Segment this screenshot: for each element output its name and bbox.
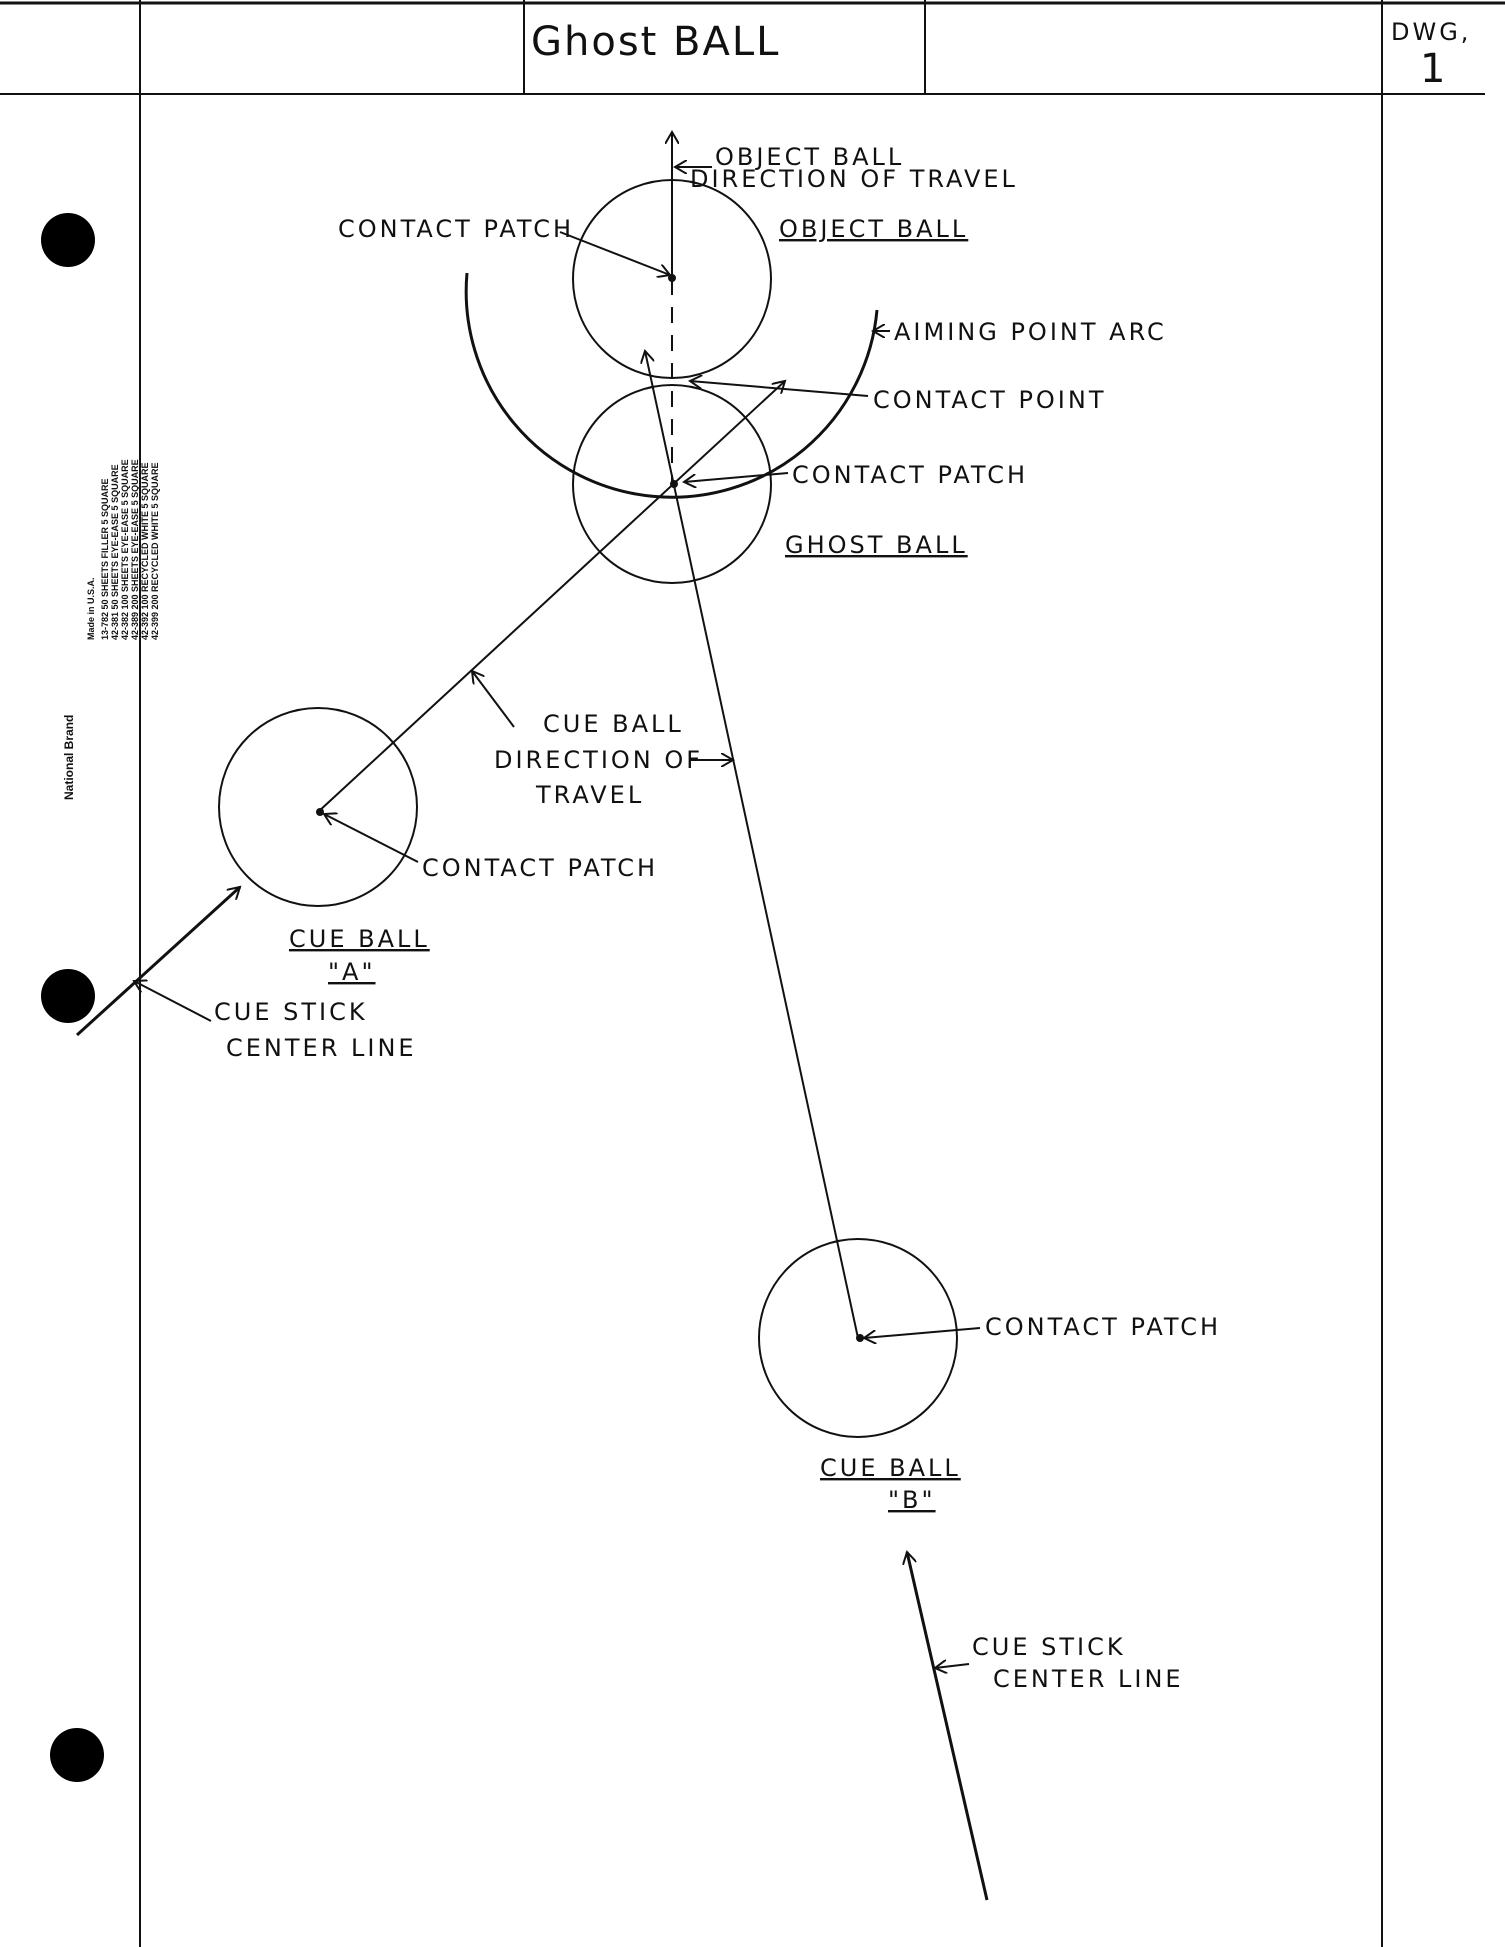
binder-hole <box>41 969 95 1023</box>
object-direction-label-1: OBJECT BALL <box>715 143 904 171</box>
object-ball-label: OBJECT BALL <box>779 215 968 243</box>
contact-patch-dot <box>856 1334 864 1342</box>
cue-stick-b-line <box>907 1552 989 1901</box>
aiming-point-arc <box>464 272 879 499</box>
cue-ball-a-label: CUE BALL <box>289 925 430 953</box>
paper-imprint: 13-782 50 SHEETS FILLER 5 SQUARE 42-381 … <box>62 459 160 800</box>
cue-stick-a-label-1: CUE STICK <box>214 998 368 1026</box>
imprint-line: 13-782 50 SHEETS FILLER 5 SQUARE <box>100 478 110 640</box>
cue-stick-b-label-1: CUE STICK <box>972 1633 1126 1661</box>
cue-direction-label-2: DIRECTION OF <box>494 746 703 774</box>
contact-patch-a-label: CONTACT PATCH <box>422 854 658 882</box>
imprint-line: 42-392 100 RECYCLED WHITE 5 SQUARE <box>140 462 150 640</box>
ghost-ball-label: GHOST BALL <box>785 531 968 559</box>
drawing-title: Ghost BALL <box>531 19 780 65</box>
cue-ball-a-id: "A" <box>328 958 376 986</box>
contact-patch-ghost-label: CONTACT PATCH <box>792 461 1028 489</box>
drawing-number: 1 <box>1420 46 1447 92</box>
cue-direction-label-1: CUE BALL <box>543 710 684 738</box>
cue-ball-b-label: CUE BALL <box>820 1454 961 1482</box>
object-direction-label-2: DIRECTION OF TRAVEL <box>690 165 1018 193</box>
cue-ball-a <box>218 707 418 907</box>
imprint-line: 42-381 50 SHEETS EYE-EASE 5 SQUARE <box>110 464 120 640</box>
aiming-arc-label: AIMING POINT ARC <box>894 318 1167 346</box>
ghost-ball <box>572 384 772 584</box>
leader-arrows <box>134 167 981 1668</box>
binder-hole <box>41 213 95 267</box>
cue-stick-b-label-2: CENTER LINE <box>993 1665 1184 1693</box>
cue-ball-b-path <box>645 351 859 1339</box>
contact-patch-object-label: CONTACT PATCH <box>338 215 574 243</box>
drawing-label: DWG, <box>1391 18 1471 46</box>
cue-stick-a-line <box>75 887 240 1037</box>
imprint-line: 42-382 100 SHEETS EYE-EASE 5 SQUARE <box>120 459 130 640</box>
cue-ball-a-path <box>317 381 785 813</box>
binder-hole <box>50 1728 104 1782</box>
cue-ball-b <box>758 1238 958 1438</box>
brand-logo: National Brand <box>62 715 76 800</box>
cue-stick-a-label-2: CENTER LINE <box>226 1034 417 1062</box>
contact-patch-dot <box>316 808 324 816</box>
imprint-line: 42-389 200 SHEETS EYE-EASE 5 SQUARE <box>130 459 140 640</box>
contact-point-label: CONTACT POINT <box>873 386 1107 414</box>
cue-ball-b-id: "B" <box>888 1486 936 1514</box>
imprint-made-in: Made in U.S.A. <box>86 577 96 640</box>
contact-patch-b-label: CONTACT PATCH <box>985 1313 1221 1341</box>
cue-direction-label-3: TRAVEL <box>535 781 644 809</box>
imprint-line: 42-399 200 RECYCLED WHITE 5 SQUARE <box>150 462 160 640</box>
